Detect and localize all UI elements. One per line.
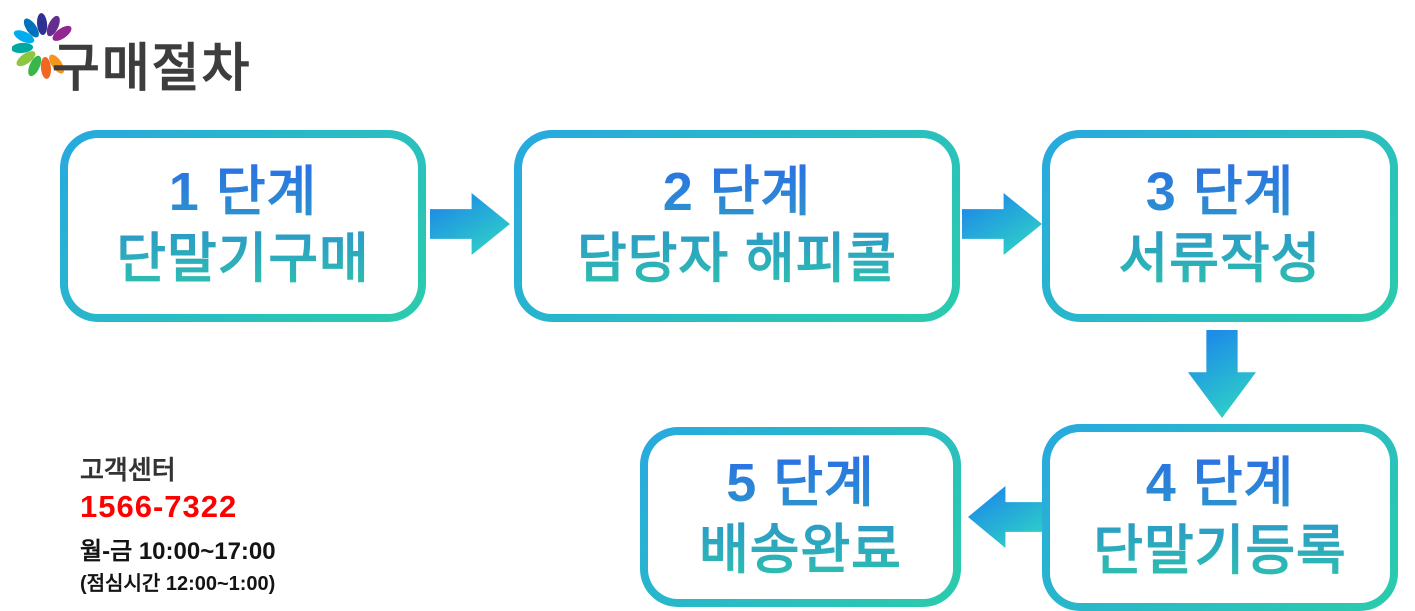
step-5-label: 배송완료 (699, 520, 902, 580)
step-1-label: 단말기구매 (116, 229, 370, 289)
step-5-box: 5 단계 배송완료 (640, 427, 961, 607)
step-4-inner: 4 단계 단말기등록 (1050, 432, 1390, 603)
step-5-number: 5 단계 (726, 452, 875, 513)
step-1-box: 1 단계 단말기구매 (60, 130, 426, 322)
step-4-text: 4 단계 단말기등록 (1093, 450, 1346, 585)
step-1-inner: 1 단계 단말기구매 (68, 138, 418, 314)
arrow-left-icon (968, 486, 1046, 548)
step-5-inner: 5 단계 배송완료 (648, 435, 953, 599)
step-2-number: 2 단계 (662, 161, 812, 222)
step-5-text: 5 단계 배송완료 (699, 450, 902, 585)
arrow-down-icon (1188, 330, 1256, 418)
step-1-number: 1 단계 (168, 161, 318, 222)
step-2-inner: 2 단계 담당자 해피콜 (522, 138, 952, 314)
customer-center-hours: 월-금 10:00~17:00 (80, 538, 276, 565)
step-2-label: 담당자 해피콜 (576, 229, 898, 289)
step-1-text: 1 단계 단말기구매 (116, 159, 369, 294)
step-4-box: 4 단계 단말기등록 (1042, 424, 1398, 611)
step-3-label: 서류작성 (1118, 229, 1322, 289)
page-title: 구매절차 (52, 40, 252, 98)
step-3-text: 3 단계 서류작성 (1119, 159, 1322, 294)
step-2-box: 2 단계 담당자 해피콜 (514, 130, 960, 322)
step-4-label: 단말기등록 (1093, 520, 1347, 581)
step-2-text: 2 단계 담당자 해피콜 (577, 159, 897, 294)
customer-center-info: 고객센터 1566-7322 월-금 10:00~17:00 (점심시간 12:… (80, 450, 276, 596)
arrow-right-icon (430, 193, 510, 255)
customer-center-phone: 1566-7322 (80, 489, 238, 524)
step-3-number: 3 단계 (1145, 161, 1295, 222)
arrow-right-icon (962, 193, 1042, 255)
step-3-box: 3 단계 서류작성 (1042, 130, 1398, 322)
customer-center-lunch-hours: (점심시간 12:00~1:00) (80, 573, 276, 595)
step-4-number: 4 단계 (1145, 453, 1295, 513)
flower-starburst-icon (11, 4, 76, 89)
step-3-inner: 3 단계 서류작성 (1050, 138, 1390, 314)
customer-center-label: 고객센터 (80, 455, 176, 485)
